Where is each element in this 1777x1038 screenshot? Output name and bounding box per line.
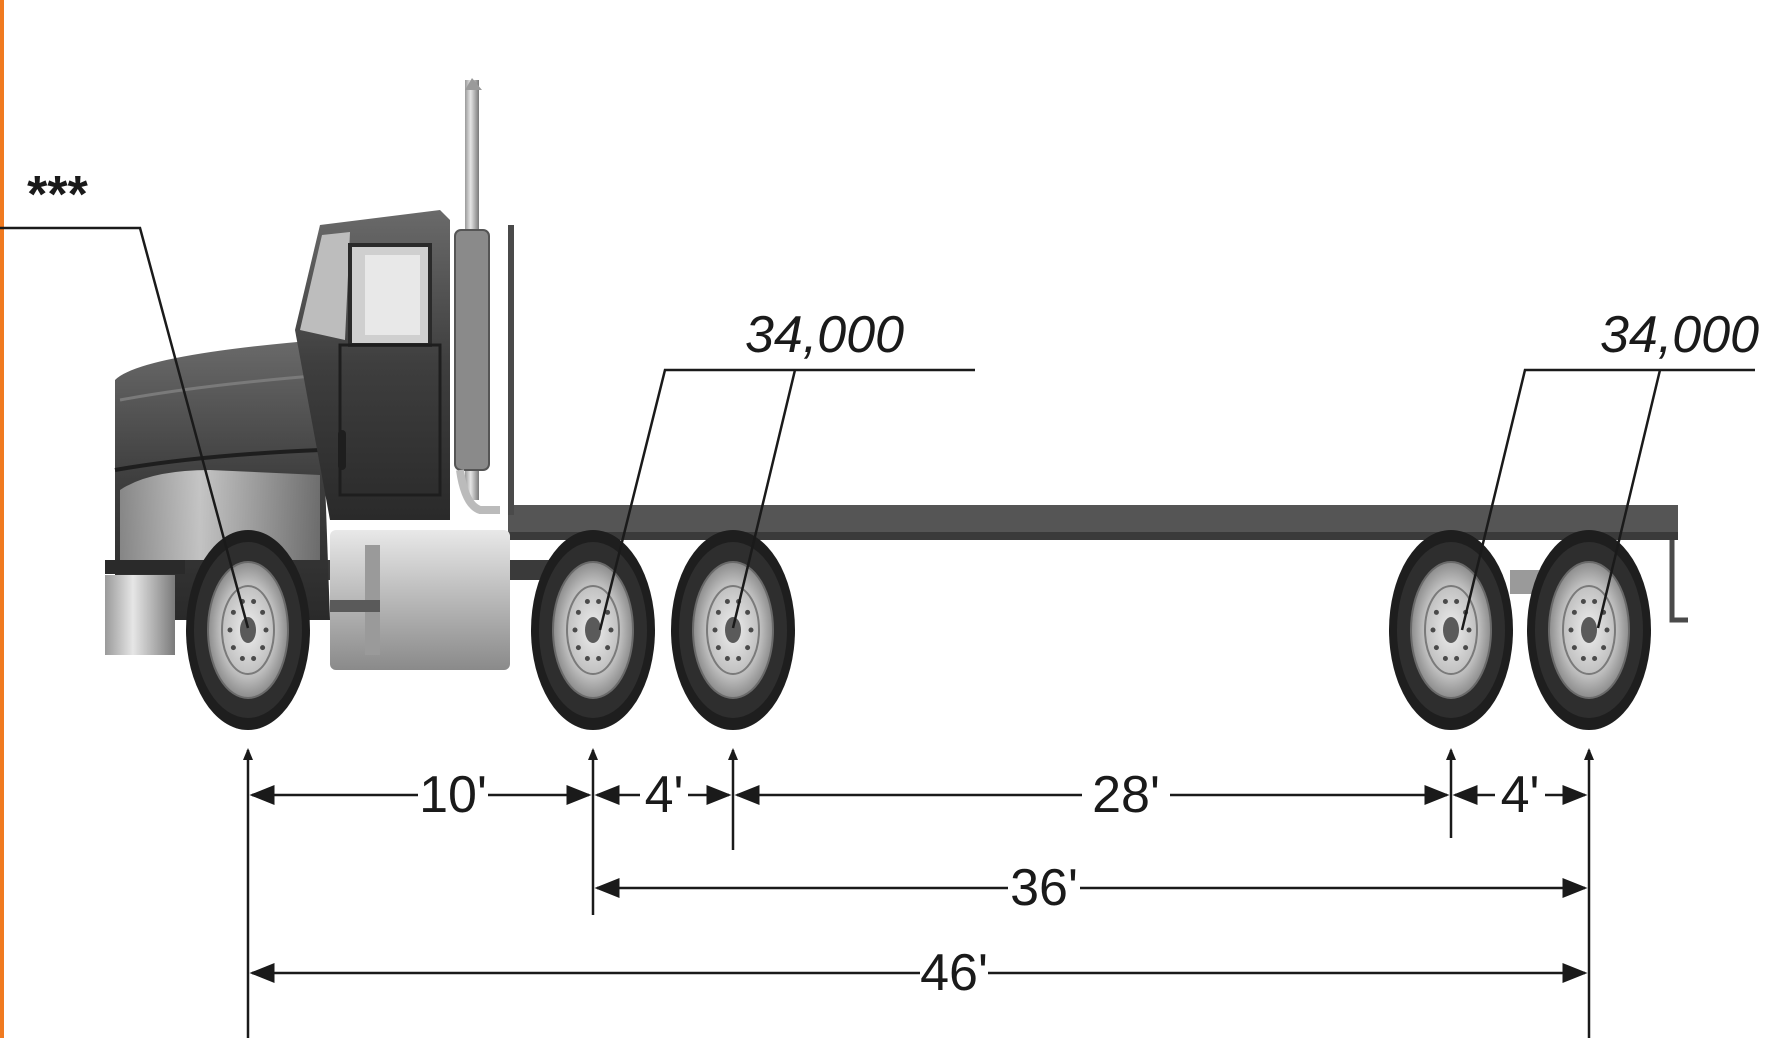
dim-trailer-tandem: 4' — [1501, 766, 1540, 824]
steer-axle-label: *** — [25, 166, 88, 224]
tractor-cab — [105, 78, 590, 670]
dim-drive-tandem: 4' — [645, 766, 684, 824]
trailer-axle-weight: 34,000 — [1600, 306, 1759, 364]
trailer-wheel-front — [1389, 530, 1513, 730]
left-border-accent — [0, 0, 4, 1038]
flatbed-trailer — [508, 225, 1688, 623]
trailer-axle-leader — [1460, 368, 1755, 631]
wheels — [186, 530, 1651, 730]
dim-drive-to-trailer: 28' — [1092, 766, 1160, 824]
steer-axle-leader — [0, 226, 250, 629]
dim-drive-to-rear: 36' — [1010, 859, 1078, 917]
drive-wheel-front — [531, 530, 655, 730]
dim-overall: 46' — [920, 944, 988, 1002]
annotations: *** 34,000 34,000 — [0, 166, 1759, 631]
dim-steer-to-drive: 10' — [419, 766, 487, 824]
drive-wheel-rear — [671, 530, 795, 730]
steer-wheel — [186, 530, 310, 730]
drive-axle-leader — [598, 368, 975, 631]
drive-axle-leader-2 — [731, 369, 797, 629]
trailer-axle-leader-2 — [1596, 369, 1662, 629]
dimension-labels: 10' 4' 28' 4' 36' 46' — [419, 766, 1539, 1002]
trailer-wheel-rear — [1527, 530, 1651, 730]
dimension-lines — [243, 748, 1594, 1038]
drive-axle-weight: 34,000 — [745, 306, 904, 364]
